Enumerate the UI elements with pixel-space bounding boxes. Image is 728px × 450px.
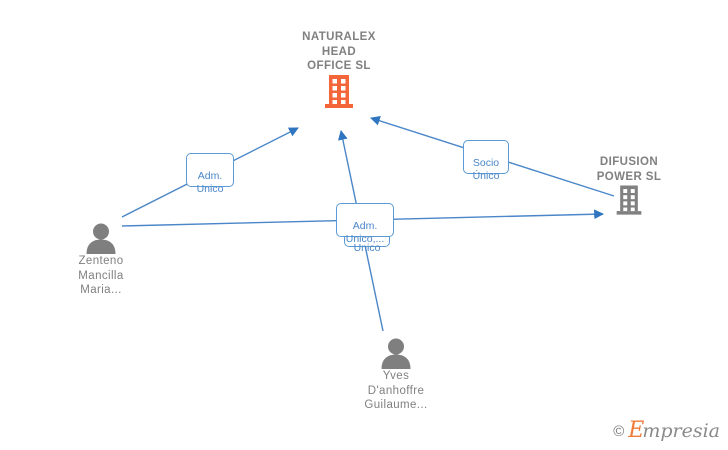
node-yves-danhoffre-guilaume[interactable]: Yves D'anhoffre Guilaume... xyxy=(326,337,466,413)
brand-name: mpresia xyxy=(642,420,720,442)
relation-chip-adm-unico-multi[interactable]: Adm. Unico,... xyxy=(336,203,394,245)
node-naturalex-head-office-sl[interactable]: NATURALEX HEAD OFFICE SL xyxy=(269,30,409,110)
brand-initial: E xyxy=(628,418,645,443)
copyright-icon: © xyxy=(613,422,625,440)
relation-chip-label: Unico xyxy=(353,242,381,254)
relation-chip-label: Adm. Unico xyxy=(196,170,224,195)
relation-chip-label: Adm. Unico,... xyxy=(345,220,385,245)
relation-chip-label: Socio Único xyxy=(472,157,500,182)
building-icon xyxy=(616,185,642,215)
node-difusion-power-sl[interactable]: DIFUSION POWER SL xyxy=(559,155,699,217)
building-icon xyxy=(325,74,353,108)
relation-chip-adm-unico[interactable]: Adm. Unico xyxy=(186,153,234,195)
relation-chip-socio-unico[interactable]: Socio Único xyxy=(463,140,509,182)
node-zenteno-mancilla-maria[interactable]: Zenteno Mancilla Maria... xyxy=(31,222,171,298)
node-label: Yves D'anhoffre Guilaume... xyxy=(364,370,428,411)
node-label: Zenteno Mancilla Maria... xyxy=(78,255,124,296)
brand-logo: Empresia xyxy=(628,420,720,442)
node-label: DIFUSION POWER SL xyxy=(596,156,662,183)
node-label: NATURALEX HEAD OFFICE SL xyxy=(302,31,376,72)
watermark: © Empresia xyxy=(613,420,720,442)
person-icon xyxy=(86,223,116,254)
person-icon xyxy=(381,338,411,369)
